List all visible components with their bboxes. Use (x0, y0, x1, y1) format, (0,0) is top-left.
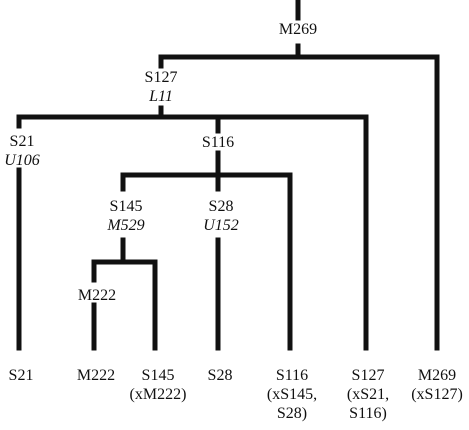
leaf-line: (xM222) (129, 386, 187, 403)
node-s28-sub: U152 (203, 217, 239, 234)
node-s28: S28 U152 (203, 197, 239, 235)
node-s145-sub: M529 (107, 217, 145, 234)
node-m222-name: M222 (77, 287, 117, 304)
leaf-line: (xS127) (411, 386, 463, 403)
leaf-line: (xS21, (346, 386, 390, 403)
leaf-label: M269 (xS127) (411, 366, 463, 404)
node-s116: S116 (202, 133, 234, 152)
leaf-line: S28) (276, 405, 308, 422)
node-s21-sub: U106 (4, 152, 40, 169)
leaf-label: S28 (208, 366, 233, 385)
leaf-line: S145 (141, 367, 175, 384)
node-s21: S21 U106 (4, 132, 40, 170)
leaf-line: (xS145, (266, 386, 318, 403)
node-s28-name: S28 (208, 198, 234, 215)
node-s127: S127 L11 (145, 68, 178, 106)
node-s145-name: S145 (109, 198, 143, 215)
leaf-line: S116) (349, 405, 387, 422)
leaf-line: S21 (8, 367, 34, 384)
leaf-line: M222 (76, 367, 116, 384)
node-s116-name: S116 (201, 134, 235, 151)
leaf-line: S127 (351, 367, 385, 384)
leaf-label: M222 (77, 366, 115, 385)
node-s127-name: S127 (144, 69, 178, 86)
leaf-line: S28 (207, 367, 233, 384)
node-m222: M222 (78, 286, 116, 305)
node-s21-name: S21 (9, 133, 35, 150)
leaf-label: S21 (9, 366, 34, 385)
leaf-label: S116 (xS145, S28) (267, 366, 317, 423)
node-m269: M269 (279, 20, 317, 39)
node-s145: S145 M529 (107, 197, 144, 235)
node-m269-name: M269 (278, 21, 318, 38)
leaf-label: S127 (xS21, S116) (347, 366, 389, 423)
leaf-line: S116 (275, 367, 309, 384)
leaf-label: S145 (xM222) (130, 366, 187, 404)
leaf-line: M269 (417, 367, 457, 384)
node-s127-sub: L11 (149, 88, 173, 105)
